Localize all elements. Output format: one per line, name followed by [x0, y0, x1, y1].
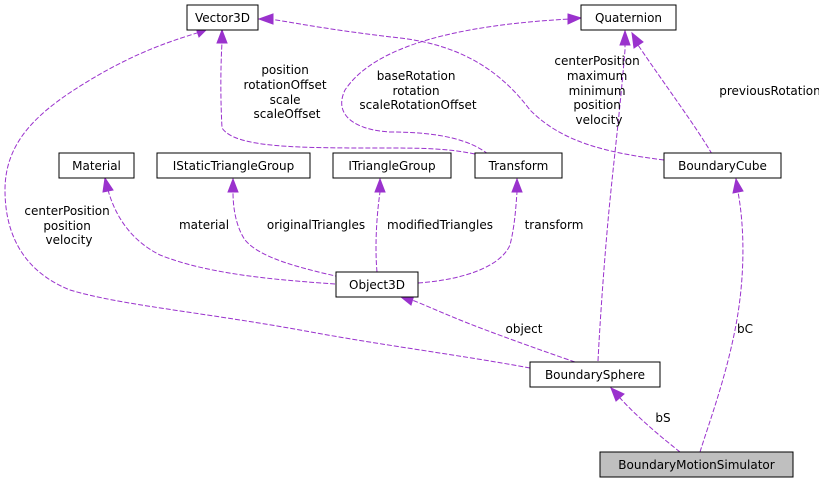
edge-label: previousRotation — [719, 84, 819, 98]
edge-object3d-to-itriangle: modifiedTriangles — [374, 177, 493, 273]
edge-simulator-to-boundarysphere: bS — [610, 387, 681, 453]
edge-label-line: position — [43, 219, 91, 233]
edge-simulator-to-boundarycube: bC — [699, 177, 753, 453]
node-transform[interactable]: Transform — [474, 152, 563, 179]
edge-label: material — [179, 218, 229, 232]
edge-label: transform — [525, 218, 584, 232]
node-label: Object3D — [349, 278, 405, 292]
node-label: Transform — [488, 159, 549, 173]
edge-label-line: position — [261, 63, 309, 77]
edge-label: position rotationOffset scale scaleOffse… — [244, 63, 331, 121]
node-label: BoundaryMotionSimulator — [618, 458, 774, 472]
edge-label: originalTriangles — [267, 218, 365, 232]
node-object3d[interactable]: Object3D — [335, 271, 419, 298]
edge-boundarycube-to-vector3d — [257, 13, 665, 161]
edge-label-line: baseRotation — [377, 69, 456, 83]
edge-label-line: scaleRotationOffset — [359, 98, 476, 112]
node-boundarycube[interactable]: BoundaryCube — [663, 152, 782, 179]
node-label: ITriangleGroup — [348, 159, 435, 173]
edge-label-line: velocity — [576, 113, 623, 127]
edge-label-line: rotationOffset — [244, 78, 327, 92]
node-vector3d[interactable]: Vector3D — [186, 4, 259, 31]
node-boundarymotionsimulator[interactable]: BoundaryMotionSimulator — [599, 451, 794, 478]
edge-label-line: minimum — [569, 84, 626, 98]
edge-label: bS — [655, 411, 670, 425]
edge-label-line: velocity — [46, 233, 93, 247]
node-label: BoundarySphere — [545, 368, 645, 382]
node-istatictrianglegroup[interactable]: IStaticTriangleGroup — [156, 152, 311, 179]
edge-label: modifiedTriangles — [387, 218, 493, 232]
edge-label-line: rotation — [393, 84, 440, 98]
edge-label: centerPosition maximum minimum position … — [554, 54, 643, 127]
edge-label: centerPosition position velocity — [24, 204, 113, 247]
edge-label: object — [506, 322, 543, 336]
edge-object3d-to-material: material — [102, 176, 336, 285]
edge-label: bC — [737, 322, 753, 336]
node-material[interactable]: Material — [58, 152, 135, 179]
edge-label-line: centerPosition — [554, 54, 639, 68]
edge-label-line: centerPosition — [24, 204, 109, 218]
edge-object3d-to-istatic: originalTriangles — [227, 177, 365, 278]
edge-boundarycube-to-quaternion: previousRotation — [631, 31, 819, 155]
edge-label-line: scaleOffset — [254, 107, 321, 121]
node-quaternion[interactable]: Quaternion — [580, 4, 677, 31]
edge-boundarysphere-to-quaternion: centerPosition maximum minimum position … — [554, 29, 643, 362]
node-boundarysphere[interactable]: BoundarySphere — [529, 361, 661, 388]
edge-transform-to-quaternion: baseRotation rotation scaleRotationOffse… — [341, 13, 583, 155]
edge-label-line: maximum — [567, 69, 627, 83]
node-itrianglegroup[interactable]: ITriangleGroup — [332, 152, 452, 179]
edge-object3d-to-transform: transform — [417, 177, 584, 284]
node-label: BoundaryCube — [678, 159, 767, 173]
edge-label: baseRotation rotation scaleRotationOffse… — [359, 69, 476, 112]
edge-boundarysphere-to-object3d: object — [399, 294, 576, 363]
edge-label-line: scale — [270, 93, 301, 107]
node-label: Vector3D — [195, 11, 250, 25]
node-label: Material — [72, 159, 121, 173]
node-label: IStaticTriangleGroup — [173, 159, 295, 173]
node-label: Quaternion — [595, 11, 662, 25]
edge-transform-to-vector3d: position rotationOffset scale scaleOffse… — [216, 28, 476, 155]
edge-label-line: position — [573, 98, 621, 112]
